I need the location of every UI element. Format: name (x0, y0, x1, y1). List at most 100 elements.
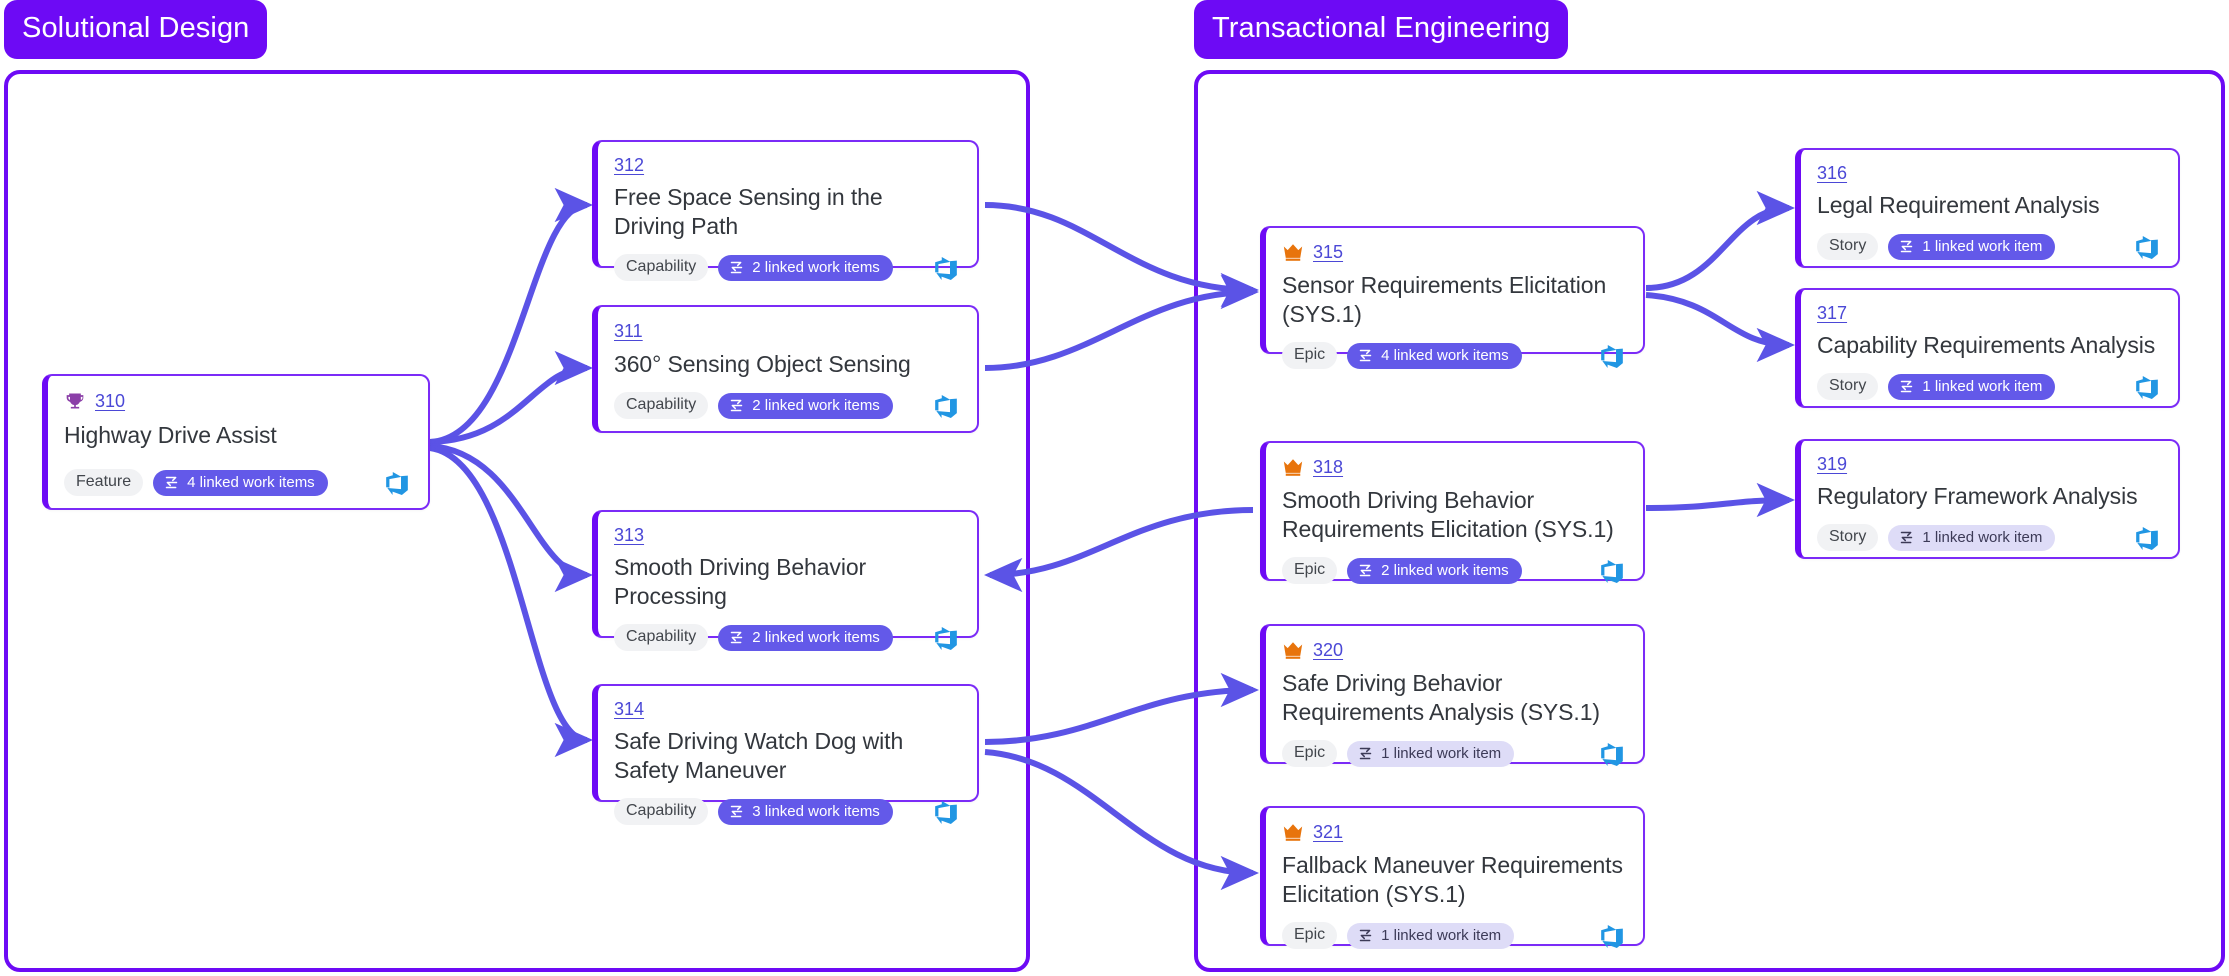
card-321-id[interactable]: 321 (1313, 822, 1344, 842)
card-312-type: Capability (614, 254, 709, 281)
card-320-linked-badge[interactable]: 1 linked work item (1347, 740, 1515, 767)
card-313-footer: Capability 2 linked work items (614, 611, 959, 651)
card-310-header: 310 (64, 390, 410, 412)
card-310-id[interactable]: 310 (95, 391, 126, 411)
azure-devops-icon (935, 256, 957, 280)
card-315-linked-badge[interactable]: 4 linked work items (1347, 342, 1522, 369)
link-items-icon (731, 261, 743, 273)
card-319-id[interactable]: 319 (1817, 454, 1848, 474)
card-311-header: 311 (614, 321, 959, 341)
link-items-icon (731, 399, 743, 411)
crown-icon (1283, 642, 1303, 659)
card-318[interactable]: 318 Smooth Driving Behavior Requirements… (1260, 441, 1645, 584)
card-314-footer: Capability 3 linked work items (614, 785, 959, 825)
card-316-type: Story (1817, 233, 1879, 260)
card-316-header: 316 (1817, 164, 2160, 182)
link-items-icon (1901, 531, 1913, 543)
card-314-id[interactable]: 314 (614, 699, 645, 719)
card-317[interactable]: 317 Capability Requirements Analysis Sto… (1795, 288, 2180, 408)
card-311-linked-label: 2 linked work items (752, 396, 880, 414)
card-314[interactable]: 314 Safe Driving Watch Dog with Safety M… (592, 684, 979, 825)
card-314-type: Capability (614, 798, 709, 825)
card-312-linked-label: 2 linked work items (752, 258, 880, 276)
card-319[interactable]: 319 Regulatory Framework Analysis Story … (1795, 439, 2180, 559)
card-316-linked-badge[interactable]: 1 linked work item (1888, 233, 2056, 260)
card-315-id[interactable]: 315 (1313, 242, 1344, 262)
card-318-id[interactable]: 318 (1313, 457, 1344, 477)
card-320-type: Epic (1282, 740, 1338, 767)
card-317-linked-badge[interactable]: 1 linked work item (1888, 373, 2056, 400)
card-319-linked-badge[interactable]: 1 linked work item (1888, 524, 2056, 551)
azure-devops-icon (386, 471, 408, 495)
card-318-type: Epic (1282, 557, 1338, 584)
card-317-footer: Story 1 linked work item (1817, 360, 2160, 400)
card-314-header: 314 (614, 700, 959, 718)
card-312-linked-badge[interactable]: 2 linked work items (718, 254, 893, 281)
card-310-footer: Feature 4 linked work items (64, 456, 410, 496)
card-313-linked-badge[interactable]: 2 linked work items (718, 624, 893, 651)
card-316-title: Legal Requirement Analysis (1817, 192, 2100, 218)
card-317-type: Story (1817, 373, 1879, 400)
card-313-linked-label: 2 linked work items (752, 628, 880, 646)
card-320-footer: Epic 1 linked work item (1282, 727, 1625, 767)
card-315[interactable]: 315 Sensor Requirements Elicitation (SYS… (1260, 226, 1645, 369)
azure-devops-icon (2136, 235, 2158, 259)
azure-devops-icon (2136, 526, 2158, 550)
azure-devops-icon (935, 800, 957, 824)
card-316-id[interactable]: 316 (1817, 163, 1848, 183)
link-items-icon (731, 805, 743, 817)
card-311-footer: Capability 2 linked work items (614, 379, 959, 419)
card-312-title: Free Space Sensing in the Driving Path (614, 184, 883, 239)
card-321[interactable]: 321 Fallback Maneuver Requirements Elici… (1260, 806, 1645, 949)
card-319-footer: Story 1 linked work item (1817, 511, 2160, 551)
card-316-footer: Story 1 linked work item (1817, 220, 2160, 260)
card-312[interactable]: 312 Free Space Sensing in the Driving Pa… (592, 140, 979, 281)
card-318-footer: Epic 2 linked work items (1282, 544, 1625, 584)
card-320[interactable]: 320 Safe Driving Behavior Requirements A… (1260, 624, 1645, 767)
card-315-linked-label: 4 linked work items (1381, 346, 1509, 364)
card-313[interactable]: 313 Smooth Driving Behavior Processing C… (592, 510, 979, 651)
card-311-linked-badge[interactable]: 2 linked work items (718, 392, 893, 419)
card-316[interactable]: 316 Legal Requirement Analysis Story 1 l… (1795, 148, 2180, 268)
link-items-icon (165, 476, 178, 488)
azure-devops-icon (1601, 924, 1623, 948)
card-310-type: Feature (64, 469, 144, 496)
card-321-footer: Epic 1 linked work item (1282, 909, 1625, 949)
card-317-header: 317 (1817, 304, 2160, 322)
card-311-id[interactable]: 311 (614, 321, 643, 341)
card-319-linked-label: 1 linked work item (1922, 528, 2043, 546)
card-319-title: Regulatory Framework Analysis (1817, 483, 2138, 509)
card-312-id[interactable]: 312 (614, 155, 645, 175)
card-313-type: Capability (614, 624, 709, 651)
card-318-linked-badge[interactable]: 2 linked work items (1347, 557, 1522, 584)
card-310-linked-badge[interactable]: 4 linked work items (153, 469, 328, 496)
card-313-id[interactable]: 313 (614, 525, 645, 545)
card-315-footer: Epic 4 linked work items (1282, 329, 1625, 369)
card-320-header: 320 (1282, 640, 1625, 660)
card-321-title: Fallback Maneuver Requirements Elicitati… (1282, 852, 1623, 907)
card-311[interactable]: 311 360° Sensing Object Sensing Capabili… (592, 305, 979, 433)
card-320-id[interactable]: 320 (1313, 640, 1344, 660)
card-320-linked-label: 1 linked work item (1381, 744, 1502, 762)
card-310[interactable]: 310 Highway Drive Assist Feature 4 linke… (42, 374, 430, 510)
link-items-icon (1359, 564, 1372, 576)
azure-devops-icon (1601, 344, 1623, 368)
link-items-icon (1359, 349, 1372, 361)
azure-devops-icon (935, 394, 957, 418)
card-314-linked-badge[interactable]: 3 linked work items (718, 798, 893, 825)
card-316-linked-label: 1 linked work item (1922, 237, 2043, 255)
crown-icon (1283, 244, 1303, 261)
card-318-linked-label: 2 linked work items (1381, 561, 1509, 579)
card-315-type: Epic (1282, 342, 1338, 369)
card-321-type: Epic (1282, 922, 1338, 949)
card-313-header: 313 (614, 526, 959, 544)
card-315-title: Sensor Requirements Elicitation (SYS.1) (1282, 272, 1607, 327)
card-317-id[interactable]: 317 (1817, 303, 1848, 323)
azure-devops-icon (2136, 375, 2158, 399)
card-321-linked-badge[interactable]: 1 linked work item (1347, 922, 1515, 949)
azure-devops-icon (1601, 742, 1623, 766)
card-317-linked-label: 1 linked work item (1922, 377, 2043, 395)
lane-label-solutional-design: Solutional Design (4, 0, 268, 59)
card-311-type: Capability (614, 392, 709, 419)
card-317-title: Capability Requirements Analysis (1817, 332, 2156, 358)
